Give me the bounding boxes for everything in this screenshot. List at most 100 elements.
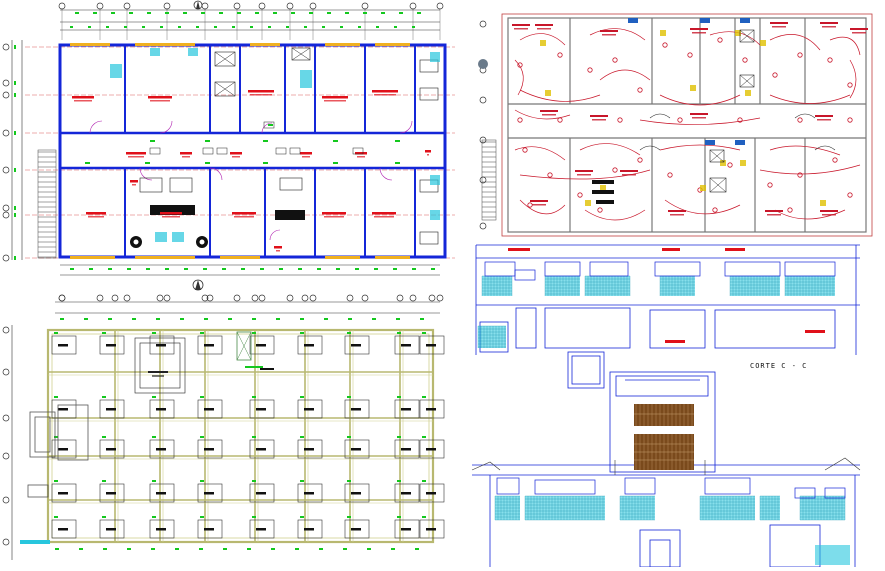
dimension-tag bbox=[393, 268, 397, 270]
area-tag bbox=[263, 162, 268, 164]
wire-run bbox=[579, 143, 641, 156]
wire-run bbox=[514, 146, 566, 161]
footing-label bbox=[156, 528, 166, 531]
footing bbox=[197, 335, 223, 355]
dimension-tag bbox=[196, 26, 199, 28]
dimension-tag bbox=[300, 318, 304, 320]
dimension-tag bbox=[396, 318, 400, 320]
light-fixture bbox=[712, 207, 718, 213]
light-fixture bbox=[587, 67, 593, 73]
section-title: CORTE C - C bbox=[750, 362, 808, 370]
room-label bbox=[128, 156, 144, 158]
grid-bubble bbox=[2, 211, 10, 219]
circuit-label bbox=[530, 200, 548, 202]
footing-label bbox=[204, 528, 214, 531]
footing bbox=[297, 483, 323, 503]
circuit-label bbox=[540, 110, 558, 112]
grid-bubble bbox=[301, 294, 309, 302]
dimension-tag bbox=[111, 12, 115, 14]
dimension-tag bbox=[14, 213, 16, 217]
room-label bbox=[274, 246, 282, 249]
light-fixture bbox=[522, 147, 528, 153]
footing bbox=[197, 483, 223, 503]
dimension-tag bbox=[252, 318, 256, 320]
switch-box bbox=[700, 185, 706, 191]
light-fixture bbox=[662, 42, 668, 48]
plan-lintels bbox=[70, 43, 410, 259]
dimension-tag bbox=[14, 256, 16, 260]
footing-tag bbox=[152, 396, 156, 398]
dimension-tag bbox=[156, 318, 160, 320]
dimension-tag bbox=[127, 548, 131, 550]
plan-left-grid-bubbles bbox=[2, 43, 16, 262]
footing-label bbox=[426, 528, 436, 531]
footing bbox=[419, 439, 445, 459]
footing-label bbox=[351, 492, 361, 495]
room-label bbox=[324, 216, 344, 218]
room-label bbox=[372, 90, 398, 93]
cabinet-outline bbox=[724, 261, 781, 277]
plan-top-dimensions bbox=[60, 9, 440, 31]
window-arch bbox=[794, 113, 816, 119]
dimension-tag bbox=[355, 268, 359, 270]
area-tag bbox=[333, 162, 338, 164]
wall-tile-panel bbox=[478, 326, 506, 348]
light-fixture bbox=[767, 182, 773, 188]
footing-tag bbox=[54, 332, 58, 334]
dimension-tag bbox=[260, 268, 264, 270]
room-label bbox=[234, 216, 254, 218]
circuit-label bbox=[690, 113, 708, 115]
light-fixture bbox=[637, 157, 643, 163]
dimension-tag bbox=[317, 268, 321, 270]
dimension-tag bbox=[343, 548, 347, 550]
light-fixture bbox=[547, 172, 553, 178]
room-label bbox=[355, 152, 367, 155]
area-tag bbox=[263, 140, 268, 142]
footing bbox=[344, 399, 370, 419]
footing-label bbox=[401, 448, 411, 451]
circuit-label bbox=[542, 114, 556, 116]
footing bbox=[344, 335, 370, 355]
section-level-mark bbox=[725, 248, 745, 251]
grid-bubble bbox=[201, 294, 209, 302]
wire-run bbox=[664, 199, 741, 215]
dimension-tag bbox=[103, 548, 107, 550]
dimension-tag bbox=[199, 548, 203, 550]
footing-label bbox=[204, 448, 214, 451]
light-fixture bbox=[577, 192, 583, 198]
grid-bubble bbox=[111, 294, 119, 302]
plan-left-dimensions bbox=[11, 40, 23, 260]
dimension-tag bbox=[245, 366, 263, 368]
footing bbox=[419, 483, 445, 503]
dimension-tag bbox=[79, 548, 83, 550]
footing-tag bbox=[152, 480, 156, 482]
wire-run bbox=[659, 94, 741, 106]
grid-bubble bbox=[2, 254, 10, 262]
footing-tag bbox=[300, 396, 304, 398]
dimension-tag bbox=[324, 318, 328, 320]
circuit-label bbox=[767, 214, 781, 216]
dimension-tag bbox=[319, 548, 323, 550]
grid-bubble bbox=[428, 294, 436, 302]
dimension-tag bbox=[183, 12, 187, 14]
footing-label bbox=[256, 528, 266, 531]
footing bbox=[51, 439, 77, 459]
footing-tag bbox=[152, 332, 156, 334]
dimension-tag bbox=[309, 12, 313, 14]
area-tag bbox=[85, 162, 90, 164]
room-label bbox=[425, 150, 431, 153]
dimension-tag bbox=[298, 268, 302, 270]
area-tag bbox=[268, 124, 273, 126]
dimension-tag bbox=[124, 26, 127, 28]
dimension-tag bbox=[431, 268, 435, 270]
wire-run bbox=[514, 109, 571, 120]
circuit-label bbox=[590, 115, 608, 117]
footing-label bbox=[256, 344, 266, 347]
dimension-tag bbox=[147, 12, 151, 14]
room-label bbox=[86, 212, 106, 215]
room-label bbox=[160, 212, 182, 215]
dimension-tag bbox=[255, 12, 259, 14]
circuit-label bbox=[692, 32, 706, 34]
dimension-tag bbox=[279, 268, 283, 270]
